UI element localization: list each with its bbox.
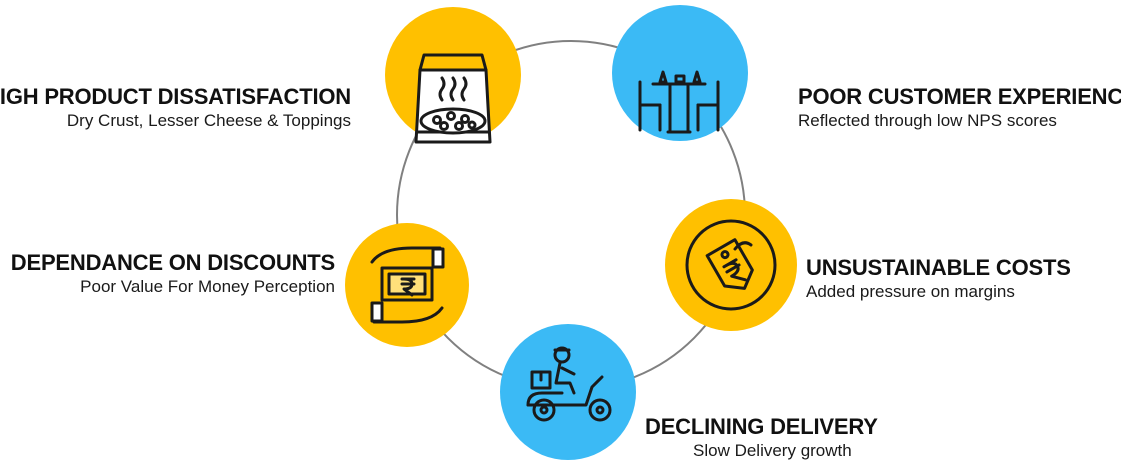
node-title: POOR CUSTOMER EXPERIENCE [798, 84, 1121, 109]
label-customer-experience: POOR CUSTOMER EXPERIENCE Reflected throu… [798, 84, 1121, 132]
rupee-price-tag-icon [685, 219, 777, 311]
dining-table-icon [638, 70, 720, 134]
node-subtitle: Reflected through low NPS scores [798, 111, 1057, 130]
node-subtitle: Added pressure on margins [806, 282, 1015, 301]
node-customer-experience [612, 5, 748, 141]
node-title: UNSUSTAINABLE COSTS [806, 255, 1071, 280]
rupee-payment-hands-icon [370, 246, 445, 324]
node-subtitle: Poor Value For Money Perception [80, 277, 335, 296]
label-declining-delivery: DECLINING DELIVERY Slow Delivery growth [645, 414, 878, 462]
node-circle-delivery [500, 324, 636, 460]
label-unsustainable-costs: UNSUSTAINABLE COSTS Added pressure on ma… [806, 255, 1071, 303]
node-title: DECLINING DELIVERY [645, 414, 878, 439]
node-declining-delivery [500, 324, 636, 460]
node-title: DEPENDANCE ON DISCOUNTS [10, 250, 335, 275]
node-unsustainable-costs [665, 199, 797, 331]
node-title: HIGH PRODUCT DISSATISFACTION [0, 84, 351, 109]
delivery-scooter-icon [526, 346, 612, 422]
node-subtitle: Dry Crust, Lesser Cheese & Toppings [66, 111, 351, 130]
pizza-box-icon [414, 53, 492, 144]
node-subtitle: Slow Delivery growth [693, 441, 852, 460]
node-dependance-discounts [345, 223, 469, 347]
node-product-dissatisfaction [385, 7, 521, 144]
node-circle-experience [612, 5, 748, 141]
label-product-dissatisfaction: HIGH PRODUCT DISSATISFACTION Dry Crust, … [0, 84, 351, 132]
label-dependance-discounts: DEPENDANCE ON DISCOUNTS Poor Value For M… [11, 250, 335, 298]
